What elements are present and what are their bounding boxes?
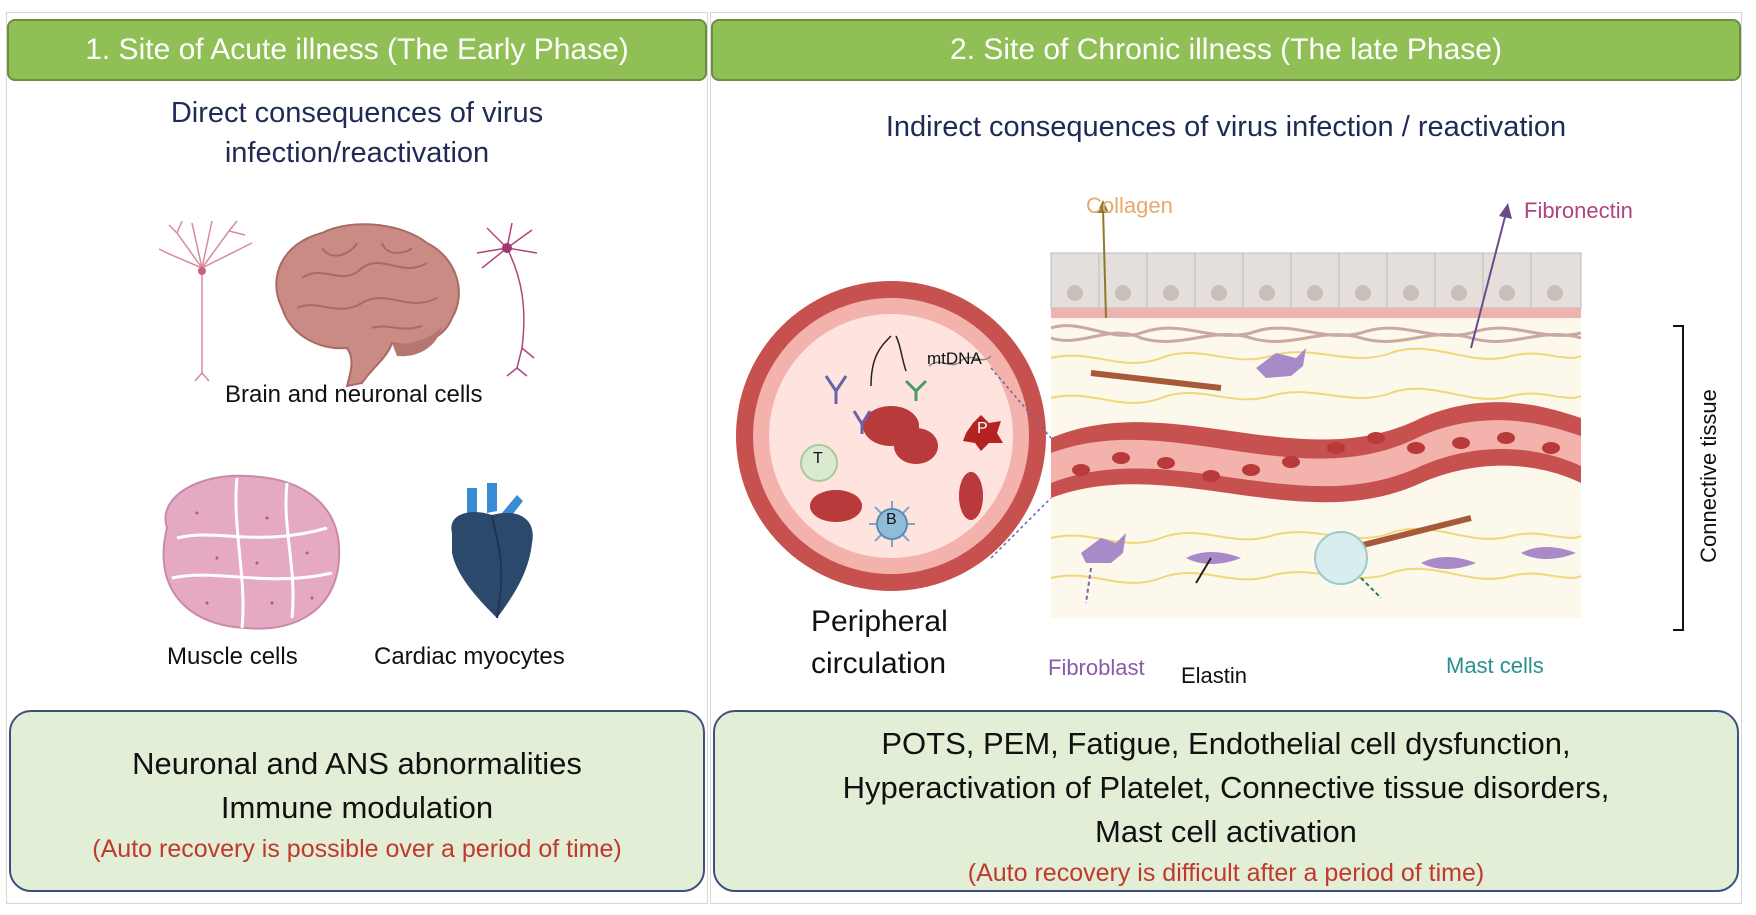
connective-tissue-bracket	[1673, 325, 1684, 631]
cardiac-myocytes-label: Cardiac myocytes	[374, 643, 565, 670]
neuron-right-icon	[476, 222, 538, 377]
chronic-subtitle: Indirect consequences of virus infection…	[885, 111, 1567, 143]
t-cell-icon	[800, 444, 838, 482]
chronic-summary-line2: Hyperactivation of Platelet, Connective …	[842, 770, 1610, 805]
acute-summary-note: (Auto recovery is possible over a period…	[92, 835, 622, 863]
acute-phase-panel: 1. Site of Acute illness (The Early Phas…	[6, 12, 708, 904]
chronic-summary-line1: POTS, PEM, Fatigue, Endothelial cell dys…	[881, 726, 1571, 761]
acute-subtitle-line2: infection/reactivation	[224, 137, 490, 169]
neuron-left-icon	[158, 220, 253, 382]
platelet-label: P	[977, 420, 988, 437]
acute-summary-box: Neuronal and ANS abnormalities Immune mo…	[9, 710, 705, 892]
muscle-cells-label: Muscle cells	[167, 643, 298, 670]
heart-icon	[451, 483, 533, 619]
acute-phase-header: 1. Site of Acute illness (The Early Phas…	[7, 19, 707, 81]
b-cell-label: B	[886, 511, 897, 528]
muscle-tissue-icon	[162, 474, 341, 630]
platelet-icon	[963, 415, 1003, 451]
fibroblast-label: Fibroblast	[1048, 655, 1145, 680]
chronic-phase-header: 2. Site of Chronic illness (The late Pha…	[711, 19, 1741, 81]
circulation-line1: Peripheral	[811, 605, 948, 638]
vessel-cross-section	[736, 281, 1046, 591]
elastin-label: Elastin	[1181, 663, 1248, 688]
connective-tissue-label: Connective tissue	[1696, 389, 1721, 563]
chronic-summary-line3: Mast cell activation	[1095, 814, 1357, 849]
t-cell-label: T	[813, 450, 823, 467]
b-cell-icon	[869, 501, 915, 547]
acute-summary-line2: Immune modulation	[220, 790, 494, 825]
mtdna-label: mtDNA	[927, 349, 982, 368]
mast-cells-label: Mast cells	[1446, 653, 1544, 678]
collagen-label: Collagen	[1086, 193, 1173, 218]
acute-summary-line1: Neuronal and ANS abnormalities	[132, 746, 582, 781]
zoom-connector-lines	[990, 367, 1052, 559]
chronic-phase-panel: 2. Site of Chronic illness (The late Pha…	[710, 12, 1742, 904]
circulation-line2: circulation	[811, 647, 947, 680]
chronic-summary-box: POTS, PEM, Fatigue, Endothelial cell dys…	[713, 710, 1739, 892]
fibronectin-label: Fibronectin	[1524, 198, 1633, 223]
brain-neuronal-label: Brain and neuronal cells	[225, 381, 483, 408]
brain-icon	[275, 223, 460, 388]
acute-subtitle-line1: Direct consequences of virus	[170, 97, 544, 129]
connective-tissue-illustration	[1050, 200, 1582, 618]
chronic-summary-note: (Auto recovery is difficult after a peri…	[967, 859, 1485, 887]
